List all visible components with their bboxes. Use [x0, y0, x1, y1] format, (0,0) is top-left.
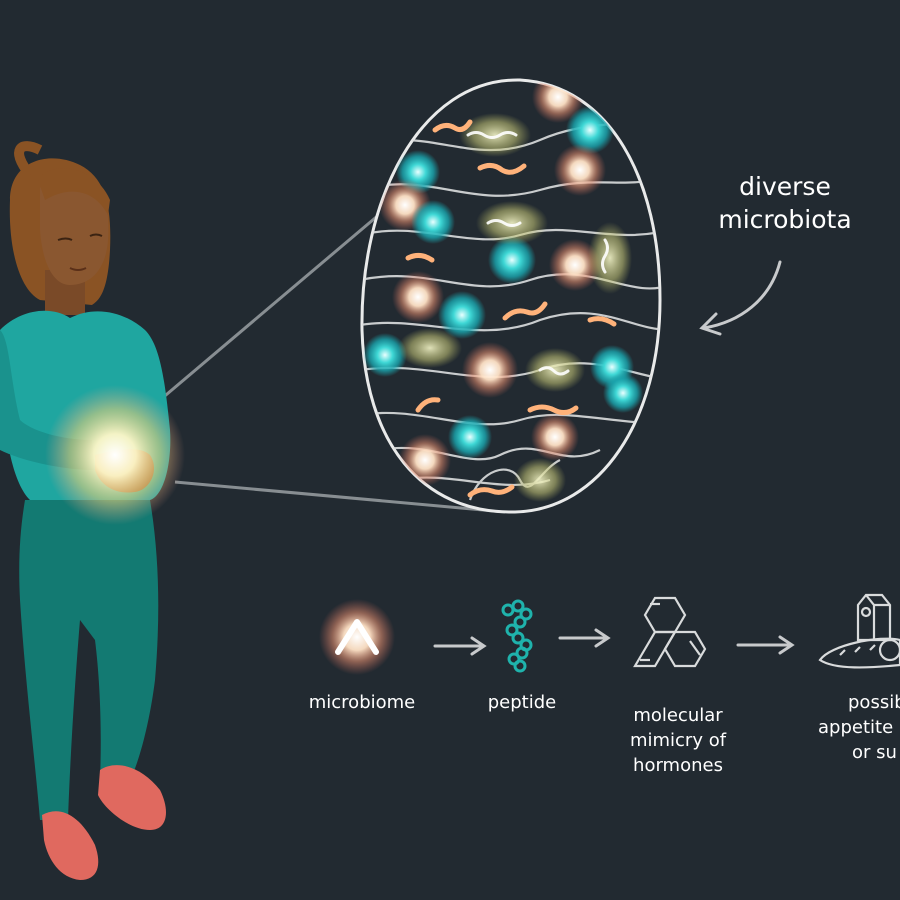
step-label-line: mimicry of [629, 730, 727, 751]
step-label-appetite-2: appetite [818, 715, 900, 740]
heading-line-1: diverse [739, 172, 831, 201]
arrow-icon [558, 628, 611, 648]
step-label-line: possib [848, 692, 900, 713]
arrow-icon [736, 635, 795, 655]
heading-line-2: microbiota [718, 205, 852, 234]
microbe-icon [319, 599, 395, 675]
step-label-line: peptide [487, 692, 557, 713]
step-label-peptide: peptide [462, 690, 582, 715]
step-label-molecular-mimicry: molecular mimicry of hormones [608, 703, 748, 778]
woman-figure [0, 141, 171, 880]
food-icon [818, 593, 900, 669]
diverse-microbiota-heading: diverse microbiota [690, 170, 880, 236]
gut-glow [45, 385, 185, 525]
step-label-microbiome: microbiome [292, 690, 432, 715]
step-label-line: hormones [633, 755, 723, 776]
annotation-arrow [699, 260, 782, 336]
step-label-appetite: possib [848, 690, 900, 715]
step-label-line: appetite [818, 717, 894, 738]
step-label-line: molecular [633, 705, 723, 726]
step-label-line: or su [852, 742, 897, 763]
step-label-appetite-3: or su [852, 740, 900, 765]
microbiota-egg [360, 78, 662, 514]
step-label-line: microbiome [308, 692, 416, 713]
arrow-icon [433, 636, 487, 656]
phenanthrene-molecule-icon [633, 596, 707, 668]
peptide-chain-icon [501, 599, 533, 673]
pathway-row [319, 593, 900, 675]
